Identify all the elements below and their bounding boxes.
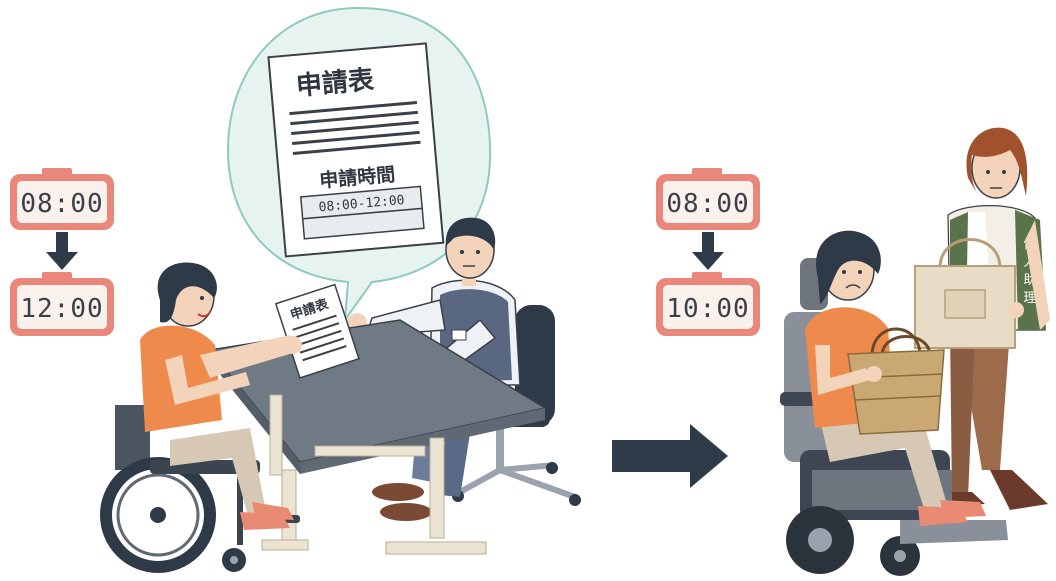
right-arrow-icon <box>612 424 728 488</box>
clock-end-left: 12:00 <box>10 272 114 336</box>
vest-char-4: 理 <box>1023 291 1036 306</box>
personal-assistant: 個 人 助 理 <box>914 127 1050 510</box>
tote-bag-icon <box>914 238 1016 349</box>
clock-start-left: 08:00 <box>10 168 114 230</box>
left-timeline: 08:00 12:00 <box>10 168 114 336</box>
applicant-wheelchair-user <box>100 262 302 573</box>
zoom-bubble: 申請表 申請時間 08:00-12:00 <box>226 6 492 324</box>
clock-start-right: 08:00 <box>656 168 760 230</box>
power-wheelchair-user <box>780 230 1008 576</box>
application-form-large: 申請表 申請時間 08:00-12:00 <box>267 42 445 258</box>
clock-end-right: 10:00 <box>656 272 760 336</box>
form-text-lines <box>289 100 421 155</box>
application-form-handheld: 申請表 <box>274 283 360 379</box>
right-timeline: 08:00 10:00 <box>656 168 760 336</box>
clock-start-right-text: 08:00 <box>666 189 749 219</box>
form-time-range: 08:00-12:00 <box>318 193 405 215</box>
down-arrow-icon <box>46 232 78 270</box>
clock-start-left-text: 08:00 <box>20 189 103 219</box>
clock-end-left-text: 12:00 <box>20 294 103 324</box>
clock-end-right-text: 10:00 <box>666 294 749 324</box>
form-title: 申請表 <box>295 64 376 102</box>
down-arrow-icon <box>692 232 724 270</box>
